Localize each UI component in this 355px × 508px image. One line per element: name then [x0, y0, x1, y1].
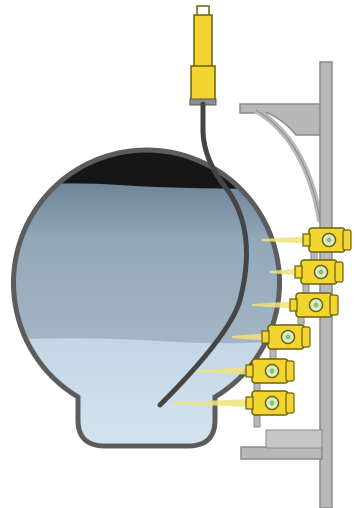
sensor-lens-center	[270, 369, 275, 374]
sensor-lens-center	[314, 303, 319, 308]
sensor-nozzle	[303, 234, 310, 246]
sensor-lens-center	[286, 335, 291, 340]
sensor-nozzle	[290, 299, 297, 311]
vessel-air-space	[0, 0, 355, 200]
sensor-end-cap	[343, 230, 351, 250]
sensor-lens-center	[319, 270, 324, 275]
sensor-lens-center	[327, 238, 332, 243]
lower-bracket	[241, 447, 322, 459]
probe-housing-neck	[191, 66, 215, 100]
sensor-end-cap	[302, 327, 310, 347]
vessel	[0, 0, 355, 460]
sensor-end-cap	[286, 393, 294, 413]
sensor-end-cap	[286, 361, 294, 381]
sensor-nozzle	[295, 266, 302, 278]
sensor-end-cap	[330, 295, 338, 315]
sensor-nozzle	[246, 365, 253, 377]
sensor-lens-center	[270, 401, 275, 406]
sensor-nozzle	[262, 331, 269, 343]
sensor-nozzle	[246, 397, 253, 409]
lower-bracket-lip	[266, 430, 322, 448]
probe-housing-icon	[194, 15, 212, 67]
sensor-end-cap	[335, 262, 343, 282]
